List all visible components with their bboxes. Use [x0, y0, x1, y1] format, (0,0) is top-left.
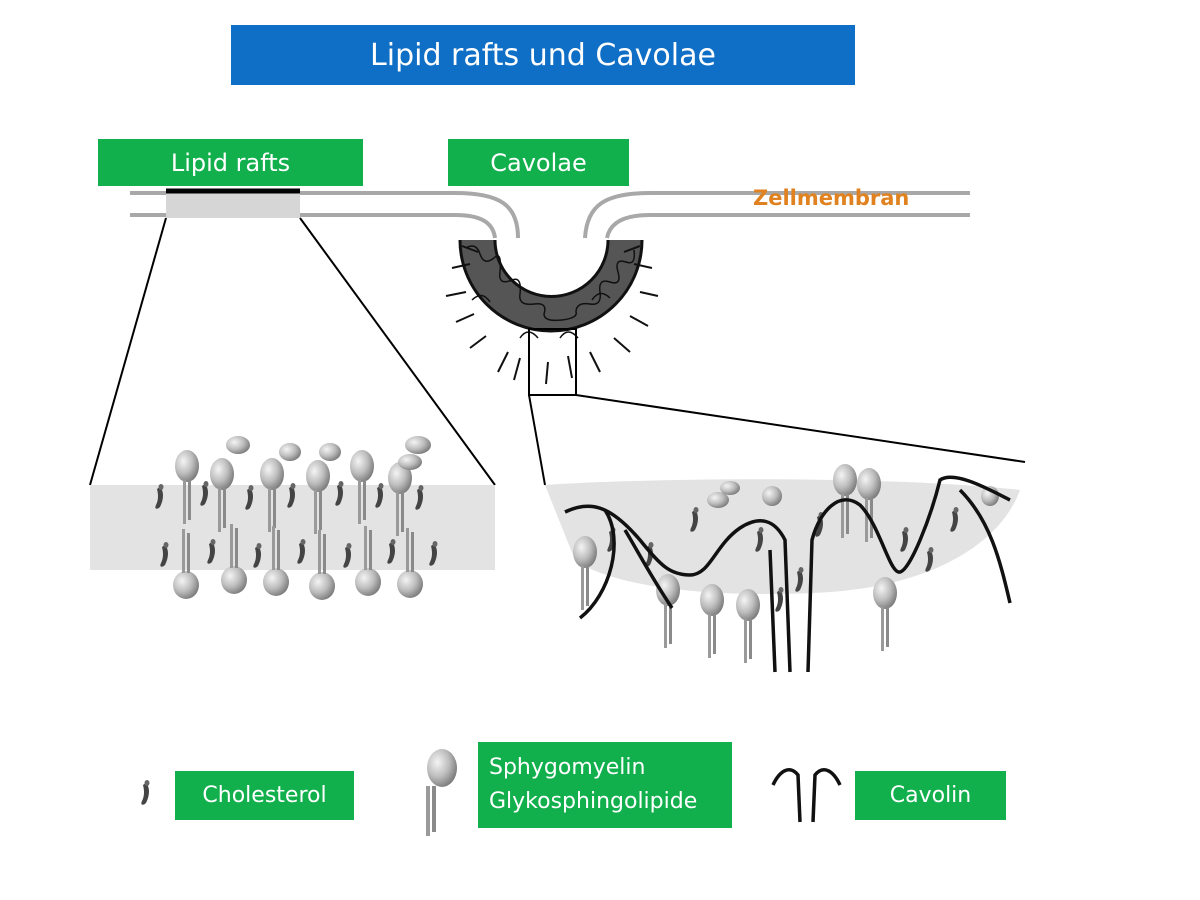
cell-membrane	[130, 191, 970, 239]
cavola-zoom	[528, 328, 1026, 486]
cavola-detail	[545, 464, 1020, 673]
sphygomyelin-text: Sphygomyelin	[489, 754, 646, 780]
cavolin-legend-icon	[771, 768, 842, 823]
cavola-pit	[445, 239, 659, 385]
page-title: Lipid rafts und Cavolae	[231, 25, 855, 85]
raft-region-marker	[166, 188, 300, 218]
raft-zoom-lines	[89, 217, 496, 486]
glykosphingolipide-text: Glykosphingolipide	[489, 789, 698, 814]
cavolae-label: Cavolae	[448, 139, 629, 186]
cholesterol-legend-label: Cholesterol	[175, 771, 354, 820]
cavolin-legend-label: Cavolin	[855, 771, 1006, 820]
sphygomyelin-legend-icon	[426, 749, 457, 836]
lipid-rafts-label: Lipid rafts	[98, 139, 363, 186]
lipid-raft-detail	[90, 436, 495, 600]
zellmembran-label: Zellmembran	[753, 186, 910, 210]
sphygomyelin-legend-label: Sphygomyelin Glykosphingolipide	[478, 742, 732, 828]
cholesterol-legend-icon	[141, 780, 150, 805]
